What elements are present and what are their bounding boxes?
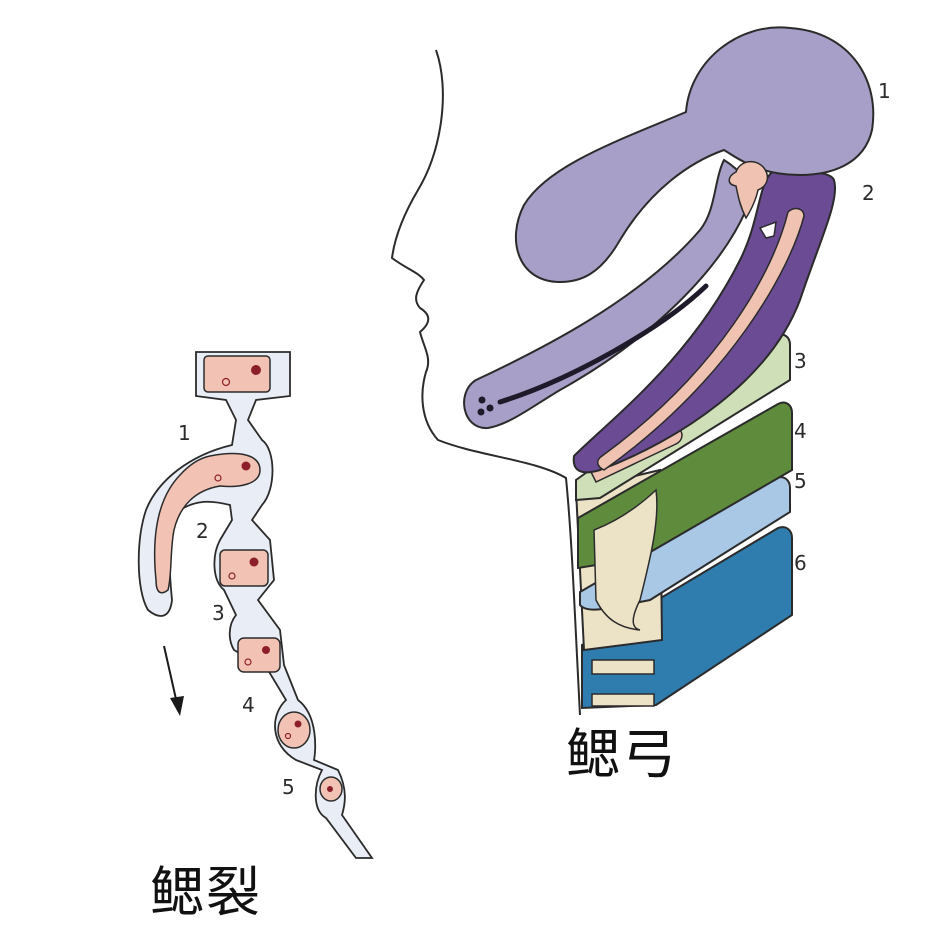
cleft-1-curve (153, 452, 261, 594)
cleft-pouch-3-dot (262, 646, 270, 654)
mandible-dot-1 (478, 396, 486, 404)
cleft-pouch-1-ring (221, 377, 231, 387)
arch-label-1: 1 (878, 79, 891, 103)
arrow-down-icon (163, 645, 184, 716)
cleft-pouch-4 (277, 711, 311, 749)
cleft-pouch-4-ring (284, 732, 292, 740)
arch-1-upper (515, 26, 875, 284)
arch-1-mandible (463, 158, 751, 430)
cleft-pouch-4-dot (294, 720, 302, 728)
cleft-label-5: 5 (282, 775, 295, 799)
arch-1 (463, 26, 875, 430)
mandible-dot-2 (486, 404, 494, 412)
arch-labels: 1 2 3 4 5 6 (794, 79, 891, 575)
face-outline (390, 49, 581, 716)
face-profile (390, 49, 581, 716)
meckel-cartilage (497, 283, 709, 405)
cleft-1-dot (241, 461, 251, 471)
arch-label-5: 5 (794, 469, 807, 493)
cleft-label-4: 4 (242, 693, 255, 717)
arch-2-cartilage (597, 207, 805, 471)
arch-label-3: 3 (794, 349, 807, 373)
cleft-pouch-5-dot (327, 786, 333, 792)
cleft-pouch-3-ring (244, 658, 252, 666)
cleft-pouch-2-dot (249, 557, 259, 567)
stapes-ossicle (758, 220, 777, 239)
arch-label-4: 4 (794, 419, 807, 443)
arch-6-band (591, 659, 655, 675)
mandible-dot-3 (477, 408, 485, 416)
arch-4-cartilage (593, 488, 658, 631)
cleft-diagram: 1 2 3 4 5 (137, 351, 374, 859)
branchial-arches-caption: 鳃弓 (566, 723, 678, 786)
cleft-pouch-3 (237, 637, 281, 673)
branchial-clefts-caption: 鳃裂 (150, 861, 262, 924)
arch-label-2: 2 (862, 181, 875, 205)
cleft-label-2: 2 (196, 519, 209, 543)
cleft-1-ring (214, 474, 222, 482)
cleft-pouch-1 (203, 355, 271, 393)
malleus-incus-ossicles (728, 160, 769, 220)
arch-6-band-lower (591, 693, 655, 707)
cleft-label-3: 3 (212, 601, 225, 625)
cleft-pouch-1-dot (251, 365, 261, 375)
cleft-label-1: 1 (178, 421, 191, 445)
arch-label-6: 6 (794, 551, 807, 575)
cleft-pouch-2-ring (228, 572, 236, 580)
cleft-pouch-2 (219, 549, 269, 587)
arch-2 (572, 170, 836, 474)
arch-4 (577, 401, 793, 631)
arch-6 (581, 526, 793, 710)
